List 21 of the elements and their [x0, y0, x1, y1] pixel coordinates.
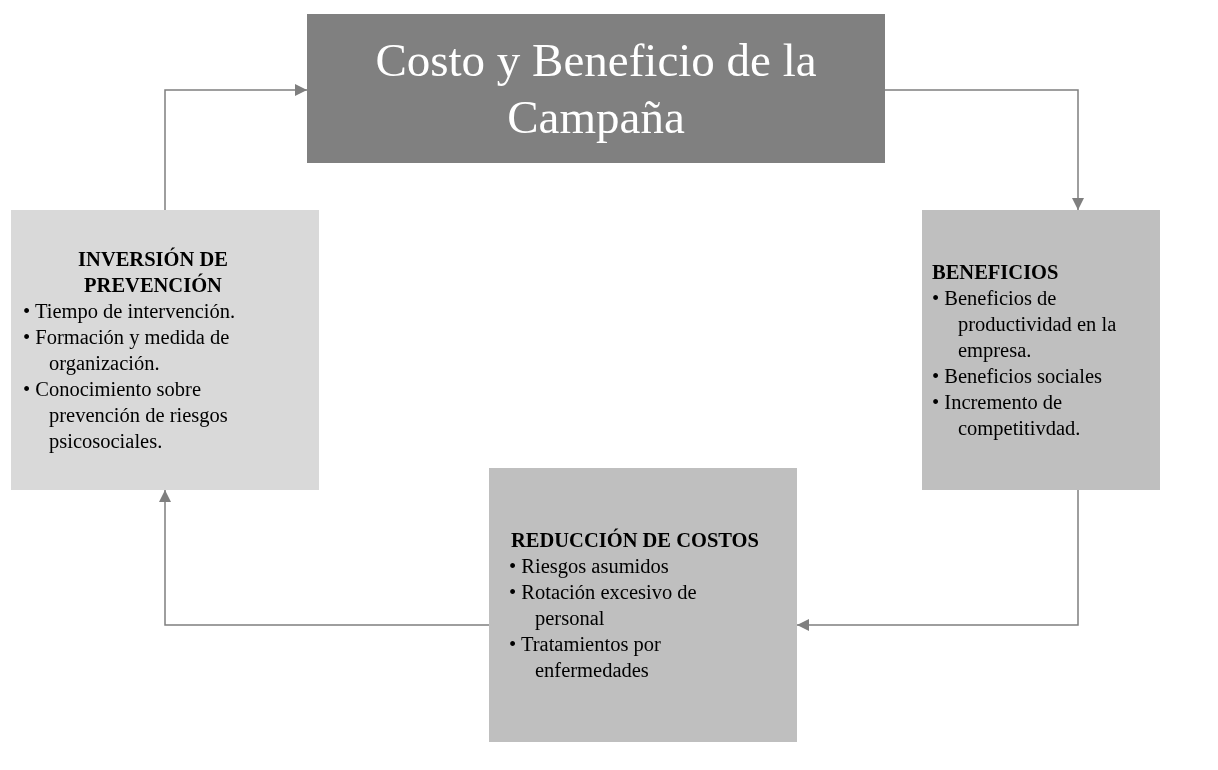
bullet-item: • Rotación excesivo de personal [509, 580, 698, 631]
arrow [796, 489, 1079, 631]
bullet-item: • Formación y medida de organización. [23, 325, 231, 376]
bullet-item: • Tratamientos por enfermedades [509, 632, 662, 683]
arrow [164, 84, 308, 211]
box-heading: REDUCCIÓN DE COSTOS [510, 527, 760, 553]
arrow [884, 89, 1084, 211]
arrow [159, 489, 490, 626]
bullet-item: • Incremento de competitivdad. [932, 390, 1082, 441]
content-box [11, 210, 319, 490]
bullet-item: • Beneficios sociales [932, 364, 1103, 389]
title-box [307, 14, 885, 163]
box-heading: INVERSIÓN DE PREVENCIÓN [77, 246, 229, 298]
bullet-item: • Tiempo de intervención. [23, 299, 237, 324]
bullet-item: • Conocimiento sobre prevención de riesgos psicosociales. [23, 377, 229, 454]
box-heading: BENEFICIOS [932, 260, 1060, 285]
bullet-item: • Riesgos asumidos [509, 554, 670, 579]
title-text: Costo y Beneficio de la Campaña [374, 33, 818, 145]
content-box [922, 210, 1160, 490]
content-box [489, 468, 797, 742]
bullet-item: • Beneficios de productividad en la empresa. [932, 286, 1118, 363]
